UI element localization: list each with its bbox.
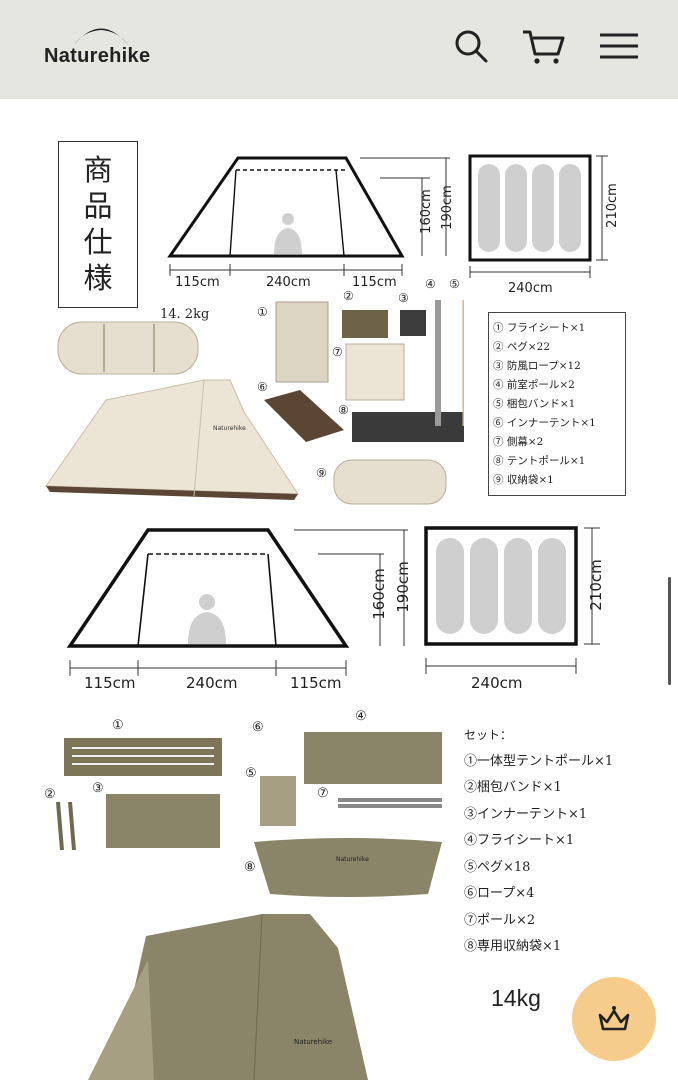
- page-scrollbar[interactable]: [668, 577, 671, 685]
- tent-brand-mark: Naturehike: [213, 425, 246, 432]
- set-weight-label: 14kg: [491, 985, 541, 1011]
- set-item: ①一体型テントポール×1: [464, 753, 614, 769]
- tent-brand-mark: Naturehike: [294, 1038, 333, 1046]
- part-number: ⑤: [245, 766, 257, 781]
- logo-arc-icon: [74, 28, 128, 45]
- spec-title-char: 品: [83, 189, 113, 223]
- product-image-area: 商 品 仕 様: [0, 99, 678, 1080]
- parts-list-item: ⑧ テントポール×1: [493, 455, 586, 467]
- part-number: ⑤: [449, 277, 460, 291]
- height-label: 190cm: [393, 561, 412, 613]
- floor-depth-label: 210cm: [586, 559, 605, 611]
- part-number: ①: [112, 718, 124, 733]
- floor-width-label: 240cm: [471, 674, 523, 692]
- set-item: ⑧専用収納袋×1: [464, 939, 562, 954]
- part-number: ②: [343, 289, 354, 303]
- parts-list-item: ④ 前室ポール×2: [493, 379, 575, 391]
- brand-name: Naturehike: [44, 45, 151, 67]
- part-number: ⑦: [332, 345, 343, 359]
- set-item: ⑥ロープ×4: [464, 886, 535, 901]
- tent-dimension-diagram-1: [167, 154, 608, 278]
- set-item: ⑤ペグ×18: [464, 859, 531, 875]
- tent-parts-illustration-1: [45, 300, 464, 505]
- cart-icon[interactable]: [521, 26, 567, 66]
- set-contents-list: セット： ①一体型テントポール×1 ②梱包バンド×1 ③インナーテント×1 ④フ…: [464, 722, 613, 961]
- parts-list-item: ③ 防風ロープ×12: [493, 360, 581, 372]
- spec-title-char: 様: [83, 261, 113, 295]
- part-number: ⑧: [338, 403, 349, 417]
- height-label: 160cm: [418, 189, 434, 234]
- part-number: ⑧: [244, 860, 256, 875]
- spec-title-box: 商 品 仕 様: [58, 141, 138, 308]
- height-label: 160cm: [369, 568, 388, 620]
- width-label: 115cm: [352, 275, 397, 290]
- part-number: ③: [92, 781, 104, 796]
- part-number: ④: [355, 709, 367, 724]
- height-label: 190cm: [439, 185, 455, 230]
- part-number: ③: [398, 291, 409, 305]
- crown-icon: [598, 1006, 630, 1031]
- spec-title-char: 仕: [83, 225, 113, 259]
- tent-parts-illustration-2: [56, 732, 442, 1080]
- width-label: 115cm: [175, 275, 220, 290]
- part-number: ⑦: [317, 786, 329, 801]
- bag-brand-mark: Naturehike: [336, 856, 369, 863]
- set-item: ⑦ポール×2: [464, 912, 536, 928]
- set-item: ③インナーテント×1: [464, 806, 588, 822]
- part-number: ⑨: [316, 466, 327, 480]
- parts-list-item: ⑦ 側幕×2: [493, 436, 544, 448]
- part-number: ①: [257, 305, 268, 319]
- brand-logo[interactable]: Naturehike: [44, 18, 164, 74]
- spec-title-char: 商: [83, 153, 113, 187]
- parts-list-item: ② ペグ×22: [493, 341, 550, 353]
- parts-list-item: ⑤ 梱包バンド×1: [493, 398, 576, 410]
- tent-dimension-diagram-2: [66, 526, 600, 676]
- part-number: ②: [44, 787, 56, 802]
- floor-width-label: 240cm: [508, 281, 553, 296]
- part-number: ④: [425, 277, 436, 291]
- width-label: 115cm: [84, 674, 136, 692]
- width-label: 240cm: [266, 275, 311, 290]
- parts-list-item: ⑥ インナーテント×1: [493, 417, 596, 429]
- set-title: セット：: [464, 728, 513, 742]
- set-item: ④フライシート×1: [464, 833, 575, 848]
- rewards-button[interactable]: [572, 977, 656, 1061]
- parts-list-item: ⑨ 収納袋×1: [493, 474, 554, 486]
- set-item: ②梱包バンド×1: [464, 780, 562, 795]
- parts-list-box: ① フライシート×1 ② ペグ×22 ③ 防風ロープ×12 ④ 前室ポール×2 …: [488, 312, 626, 496]
- floor-depth-label: 210cm: [604, 183, 620, 228]
- parts-list-item: ① フライシート×1: [493, 322, 586, 334]
- menu-icon[interactable]: [598, 26, 640, 66]
- part-number: ⑥: [257, 380, 268, 394]
- part-number: ⑥: [252, 720, 264, 735]
- product-spec-image: 商 品 仕 様: [0, 99, 678, 1080]
- search-icon[interactable]: [451, 26, 491, 66]
- width-label: 115cm: [290, 674, 342, 692]
- site-header: Naturehike: [0, 0, 678, 99]
- width-label: 240cm: [186, 674, 238, 692]
- weight-label: 14. 2kg: [160, 307, 210, 322]
